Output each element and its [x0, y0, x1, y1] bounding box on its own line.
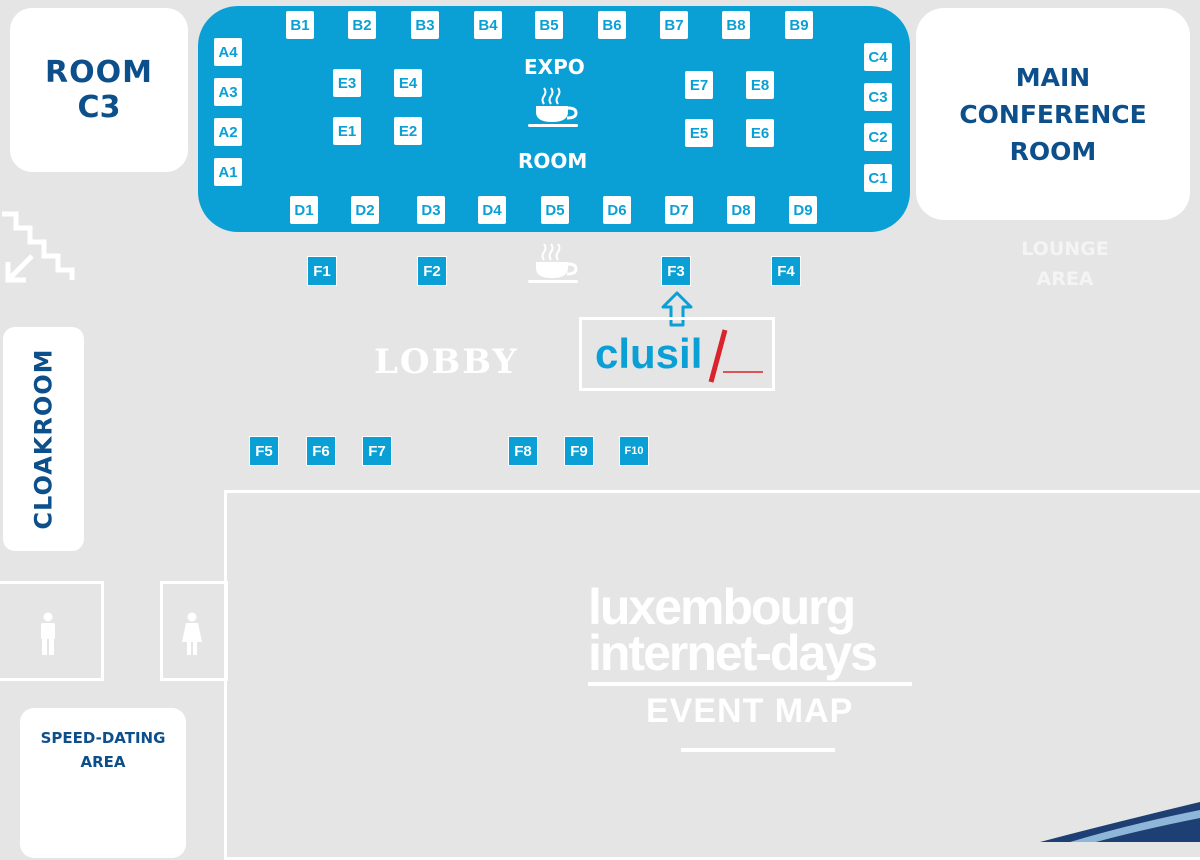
decorative-swoosh	[1040, 802, 1200, 842]
female-restroom-icon	[182, 612, 202, 655]
main-conference-line3: ROOM	[1009, 136, 1097, 166]
speed-dating-area: SPEED-DATING AREA	[20, 708, 186, 858]
booth-f1[interactable]: F1	[307, 256, 337, 286]
main-conference-line1: MAIN	[1015, 62, 1091, 92]
booth-f8[interactable]: F8	[508, 436, 538, 466]
lounge-line2: AREA	[1036, 268, 1094, 290]
booth-b3[interactable]: B3	[411, 11, 439, 39]
booth-b1[interactable]: B1	[286, 11, 314, 39]
booth-d5[interactable]: D5	[541, 196, 569, 224]
booth-d7[interactable]: D7	[665, 196, 693, 224]
lobby-label: LOBBY	[374, 342, 519, 382]
room-c3-line1: ROOM	[45, 55, 153, 90]
booth-f6[interactable]: F6	[306, 436, 336, 466]
booth-b5[interactable]: B5	[535, 11, 563, 39]
booth-b8[interactable]: B8	[722, 11, 750, 39]
up-arrow-icon	[661, 291, 693, 327]
male-restroom-icon	[41, 612, 55, 655]
expo-label: EXPO	[524, 55, 585, 79]
room-c3-line2: C3	[77, 90, 121, 125]
coffee-cup-icon	[528, 243, 578, 283]
event-name-line1: luxembourg	[588, 579, 856, 635]
booth-c4[interactable]: C4	[864, 43, 892, 71]
lounge-line1: LOUNGE	[1021, 238, 1109, 260]
booth-e7[interactable]: E7	[685, 71, 713, 99]
room-c3: ROOM C3	[10, 8, 188, 172]
booth-b2[interactable]: B2	[348, 11, 376, 39]
event-underline	[681, 748, 835, 752]
booth-f3[interactable]: F3	[661, 256, 691, 286]
booth-a2[interactable]: A2	[214, 118, 242, 146]
male-restroom	[0, 581, 104, 681]
booth-d6[interactable]: D6	[603, 196, 631, 224]
booth-f4[interactable]: F4	[771, 256, 801, 286]
event-divider	[588, 682, 912, 686]
booth-b4[interactable]: B4	[474, 11, 502, 39]
booth-f2[interactable]: F2	[417, 256, 447, 286]
booth-e8[interactable]: E8	[746, 71, 774, 99]
booth-b6[interactable]: B6	[598, 11, 626, 39]
coffee-cup-icon	[528, 87, 578, 127]
booth-f5[interactable]: F5	[249, 436, 279, 466]
booth-e6[interactable]: E6	[746, 119, 774, 147]
cloakroom: CLOAKROOM	[3, 327, 84, 551]
main-conference-room: MAIN CONFERENCE ROOM	[916, 8, 1190, 220]
booth-d3[interactable]: D3	[417, 196, 445, 224]
booth-f10[interactable]: F10	[619, 436, 649, 466]
booth-e1[interactable]: E1	[333, 117, 361, 145]
booth-d2[interactable]: D2	[351, 196, 379, 224]
booth-d4[interactable]: D4	[478, 196, 506, 224]
speed-dating-line2: AREA	[80, 753, 126, 771]
sponsor-slash-mark	[708, 329, 763, 383]
sponsor-logo-text: clusil	[595, 330, 703, 377]
booth-e5[interactable]: E5	[685, 119, 713, 147]
booth-a3[interactable]: A3	[214, 78, 242, 106]
lounge-area-label: LOUNGE AREA	[990, 234, 1140, 294]
booth-d8[interactable]: D8	[727, 196, 755, 224]
booth-b7[interactable]: B7	[660, 11, 688, 39]
booth-b9[interactable]: B9	[785, 11, 813, 39]
booth-a1[interactable]: A1	[214, 158, 242, 186]
expo-room-label: ROOM	[518, 149, 588, 173]
speed-dating-line1: SPEED-DATING	[40, 729, 166, 747]
booth-f7[interactable]: F7	[362, 436, 392, 466]
event-map-title: EVENT MAP	[646, 692, 854, 730]
booth-e2[interactable]: E2	[394, 117, 422, 145]
booth-d1[interactable]: D1	[290, 196, 318, 224]
booth-e4[interactable]: E4	[394, 69, 422, 97]
booth-c1[interactable]: C1	[864, 164, 892, 192]
event-name-line2: internet-days	[588, 625, 878, 681]
booth-f9[interactable]: F9	[564, 436, 594, 466]
main-conference-line2: CONFERENCE	[959, 99, 1147, 129]
sponsor-logo-box[interactable]	[579, 317, 775, 391]
stairs-icon	[2, 211, 75, 283]
booth-c2[interactable]: C2	[864, 123, 892, 151]
booth-c3[interactable]: C3	[864, 83, 892, 111]
booth-e3[interactable]: E3	[333, 69, 361, 97]
booth-a4[interactable]: A4	[214, 38, 242, 66]
cloakroom-label: CLOAKROOM	[29, 348, 58, 530]
booth-d9[interactable]: D9	[789, 196, 817, 224]
